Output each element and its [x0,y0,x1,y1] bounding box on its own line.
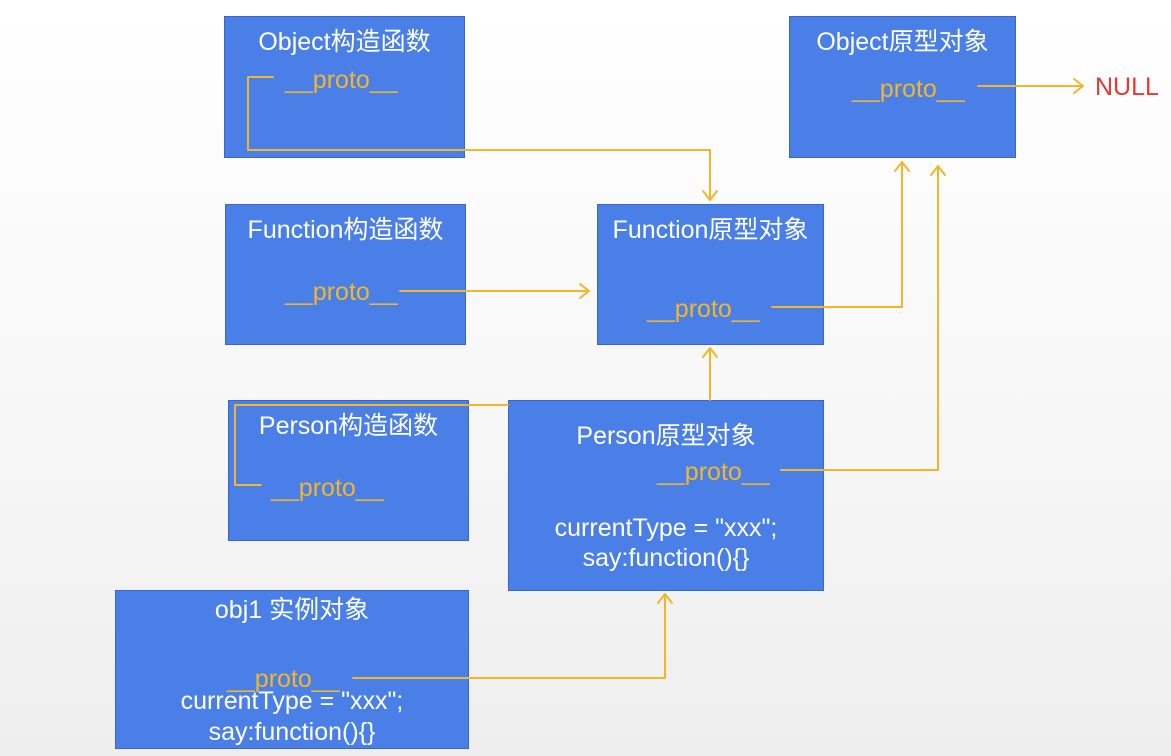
person-prototype-box [508,400,824,591]
person-constructor-box [228,400,469,541]
function-prototype-title: Function原型对象 [612,216,809,244]
object-prototype-proto: __proto__ [852,75,965,103]
object-constructor-proto: __proto__ [285,66,398,94]
function-constructor-proto: __proto__ [285,278,398,306]
object-prototype-title: Object原型对象 [816,28,989,56]
person-constructor-proto: __proto__ [271,474,384,502]
object-constructor-title: Object构造函数 [258,28,431,56]
null-label: NULL [1095,73,1159,101]
object-constructor-box [224,16,465,158]
function-prototype-box [597,204,824,345]
obj1-instance-title: obj1 实例对象 [214,596,370,624]
function-constructor-box [225,204,466,345]
person-constructor-title: Person构造函数 [258,412,439,440]
function-prototype-proto: __proto__ [647,295,760,323]
obj1-instance-say-function: say:function(){} [208,718,376,746]
obj1-instance-current-type: currentType = "xxx"; [180,687,404,715]
arrow-obj1-to-person-prototype [352,594,666,679]
person-prototype-current-type: currentType = "xxx"; [554,514,778,542]
obj1-instance-box [115,590,469,749]
arrow-person-constructor-to-function-prototype [234,404,509,486]
function-constructor-title: Function构造函数 [247,216,444,244]
person-prototype-title: Person原型对象 [576,422,756,450]
person-prototype-proto: __proto__ [657,458,770,486]
arrow-function-prototype-to-object-prototype [771,162,903,308]
arrow-object-constructor-to-function-prototype [247,76,711,200]
person-prototype-say-function: say:function(){} [582,544,750,572]
arrow-person-prototype-to-object-prototype [780,166,939,471]
obj1-instance-proto: __proto__ [227,665,340,693]
